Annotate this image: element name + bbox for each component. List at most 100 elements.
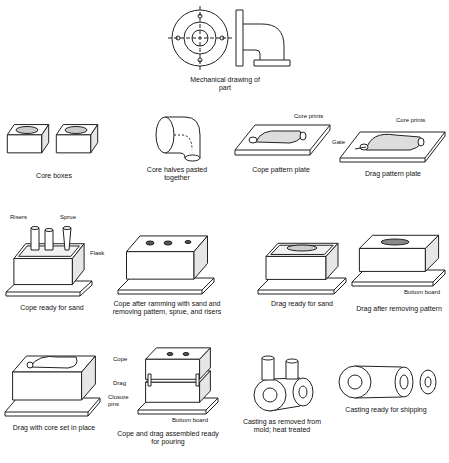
casting-ready-part	[339, 366, 371, 398]
part-label: Drag	[113, 380, 126, 387]
cope-ready-for-sand-part	[31, 228, 39, 250]
cope-pattern-plate-part	[300, 132, 306, 140]
part-label: Closure pins	[108, 394, 136, 408]
caption: Casting ready for shipping	[336, 406, 436, 414]
drag-after-removing-pattern-part	[359, 235, 438, 271]
cope-ready-for-sand-part	[45, 229, 53, 232]
drag-pattern-plate	[340, 132, 445, 162]
part-label: Core prints	[294, 113, 323, 120]
casting-removed-part	[262, 358, 274, 380]
cope-after-ramming-part	[185, 241, 191, 244]
cope-ready-for-sand-part	[31, 227, 39, 230]
mechanical-drawing-part	[236, 10, 243, 66]
caption: Core boxes	[15, 172, 93, 180]
cope-after-ramming-part	[164, 241, 172, 245]
drag-after-removing-pattern	[352, 235, 445, 286]
drag-with-core	[5, 356, 100, 416]
drag-pattern-plate-part	[366, 134, 421, 150]
cope-pattern-plate-part	[256, 131, 301, 143]
part-label: Core prints	[396, 117, 425, 124]
mechanical-drawing	[168, 6, 290, 70]
caption: Drag pattern plate	[345, 170, 441, 178]
mechanical-drawing-part	[168, 6, 232, 70]
caption: Cope after ramming with sand and removin…	[112, 300, 222, 316]
casting-ready-part	[420, 370, 436, 394]
caption: Drag with core set in place	[4, 424, 104, 432]
cope-after-ramming-part	[118, 278, 214, 290]
cope-after-ramming	[118, 236, 214, 294]
cope-pattern-plate-part	[249, 137, 257, 143]
part-label: Bottom board	[404, 289, 440, 296]
casting-removed-part	[293, 378, 313, 406]
drag-pattern-plate-part	[355, 147, 366, 149]
cope-and-drag-assembled-part	[148, 374, 151, 386]
cope-and-drag-assembled-part	[196, 374, 199, 386]
cope-after-ramming-part	[127, 236, 208, 279]
cope-after-ramming-part	[118, 278, 214, 294]
cope-pattern-plate-part	[235, 125, 330, 150]
mechanical-drawing-part	[243, 50, 260, 60]
caption: Drag after removing pattern	[352, 305, 446, 313]
drag-after-removing-pattern-part	[381, 239, 409, 245]
cope-and-drag-assembled-part	[183, 353, 189, 356]
casting-ready-part	[400, 375, 408, 389]
drag-pattern-plate-part	[340, 132, 445, 158]
core-halves-part	[156, 117, 174, 153]
caption: Cope and drag assembled ready for pourin…	[116, 430, 220, 446]
cope-and-drag-assembled-part	[167, 353, 173, 356]
part-label: Gate	[332, 139, 345, 146]
caption: Core halves pasted together	[140, 166, 214, 182]
core-boxes-part	[16, 127, 38, 134]
drag-with-core-part	[13, 356, 96, 400]
cope-ready-for-sand	[6, 227, 92, 297]
cope-ready-for-sand-part	[45, 230, 53, 250]
drag-pattern-plate-part	[418, 138, 424, 146]
part-label: Risers	[10, 214, 27, 221]
caption: Casting as removed from mold; heat treat…	[238, 418, 326, 434]
core-boxes	[7, 125, 97, 153]
cope-pattern-plate	[235, 125, 330, 155]
casting-ready	[339, 366, 436, 398]
casting-ready-part	[348, 375, 362, 389]
core-boxes-part	[65, 127, 87, 134]
part-label: Bottom board	[172, 417, 208, 424]
core-halves	[156, 117, 200, 161]
core-boxes-part	[7, 125, 48, 153]
drag-with-core-part	[5, 398, 100, 416]
drag-with-core-part	[30, 356, 77, 368]
mechanical-drawing-part	[243, 24, 284, 60]
cope-after-ramming-part	[146, 241, 154, 245]
casting-removed-part	[263, 388, 277, 402]
caption: Cope ready for sand	[4, 304, 100, 312]
casting-removed-part	[254, 379, 286, 411]
core-boxes-part	[56, 125, 97, 153]
cope-pattern-plate-part	[235, 125, 330, 155]
drag-ready-for-sand-part	[258, 278, 346, 294]
drag-after-removing-pattern-part	[352, 270, 445, 286]
drag-ready-for-sand-part	[287, 245, 317, 251]
caption: Drag ready for sand	[254, 300, 350, 308]
casting-ready-part	[425, 377, 431, 387]
casting-removed-part	[286, 361, 298, 379]
cope-ready-for-sand-part	[63, 228, 71, 250]
cope-ready-for-sand-part	[63, 227, 71, 230]
core-halves-part	[165, 153, 185, 158]
casting-removed-part	[262, 356, 274, 360]
drag-ready-for-sand-part	[266, 243, 338, 279]
casting-removed-part	[286, 359, 298, 363]
mechanical-drawing-part	[254, 60, 290, 66]
cope-and-drag-assembled	[138, 348, 218, 414]
drag-pattern-plate-part	[340, 132, 445, 162]
part-label: Flask	[90, 250, 104, 257]
caption: Mechanical drawing of part	[185, 76, 265, 92]
caption: Cope pattern plate	[236, 166, 326, 174]
casting-removed	[254, 356, 313, 411]
part-label: Cope	[113, 356, 127, 363]
casting-ready-part	[395, 367, 413, 397]
drag-ready-for-sand	[258, 243, 346, 294]
cope-and-drag-assembled-part	[146, 348, 211, 379]
core-halves-part	[174, 135, 192, 150]
drag-with-core-part	[27, 362, 33, 368]
